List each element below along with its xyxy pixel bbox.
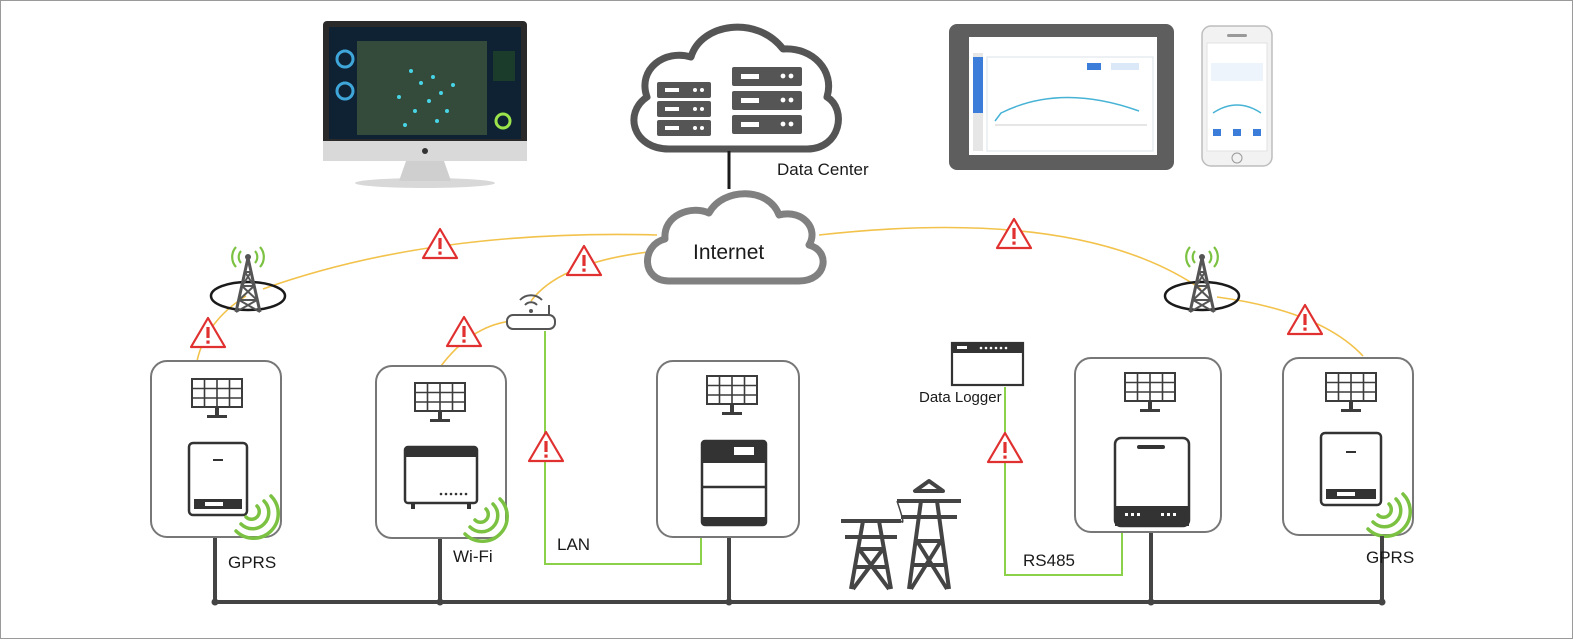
warning-icon xyxy=(565,244,603,277)
server-icon xyxy=(657,82,711,136)
inverter-icon xyxy=(187,441,249,517)
desktop-monitor-icon xyxy=(323,21,527,188)
wifi-label: Wi-Fi xyxy=(453,547,493,566)
warning-icon xyxy=(421,227,459,260)
server-icon xyxy=(732,67,802,134)
smartphone-icon xyxy=(1201,25,1273,167)
internet-cloud-icon xyxy=(644,190,827,285)
link-internet-tower-right xyxy=(818,226,1202,290)
link-rs485 xyxy=(1004,387,1123,576)
data-logger-icon xyxy=(950,341,1025,387)
link-tower-right-gprs xyxy=(1216,296,1364,357)
cell-tower-left xyxy=(209,245,287,314)
warning-icon xyxy=(995,217,1033,250)
wifi-router-icon xyxy=(506,294,556,330)
wired-links xyxy=(544,331,1123,576)
grid-bus xyxy=(213,533,1384,604)
lan-label: LAN xyxy=(557,535,591,554)
data-logger-label: Data Logger xyxy=(919,389,1002,406)
warning-icon xyxy=(445,315,483,348)
inverter-station-rs485 xyxy=(1074,357,1222,533)
inverter-icon xyxy=(700,439,768,527)
data-center-label: Data Center xyxy=(777,160,869,179)
internet-label: Internet xyxy=(693,241,765,264)
warning-icon xyxy=(189,316,227,349)
data-center-cloud xyxy=(630,23,842,153)
gprs-right-label: GPRS xyxy=(1366,548,1415,567)
inverter-station-gprs-left xyxy=(150,360,282,540)
inverter-station-gprs-right xyxy=(1282,357,1414,538)
power-pylon-icon xyxy=(841,479,961,591)
gprs-left-label: GPRS xyxy=(228,553,277,572)
warning-icon xyxy=(527,430,565,463)
inverter-icon xyxy=(1319,431,1383,507)
inverter-icon xyxy=(403,445,479,509)
warning-icon xyxy=(986,431,1024,464)
inverter-station-lan xyxy=(656,360,800,538)
rs485-label: RS485 xyxy=(1023,551,1075,570)
warning-icon xyxy=(1286,303,1324,336)
inverter-station-wifi xyxy=(375,365,509,543)
tablet-icon xyxy=(949,24,1174,170)
cell-tower-right xyxy=(1163,245,1241,314)
inverter-icon xyxy=(1113,436,1191,528)
